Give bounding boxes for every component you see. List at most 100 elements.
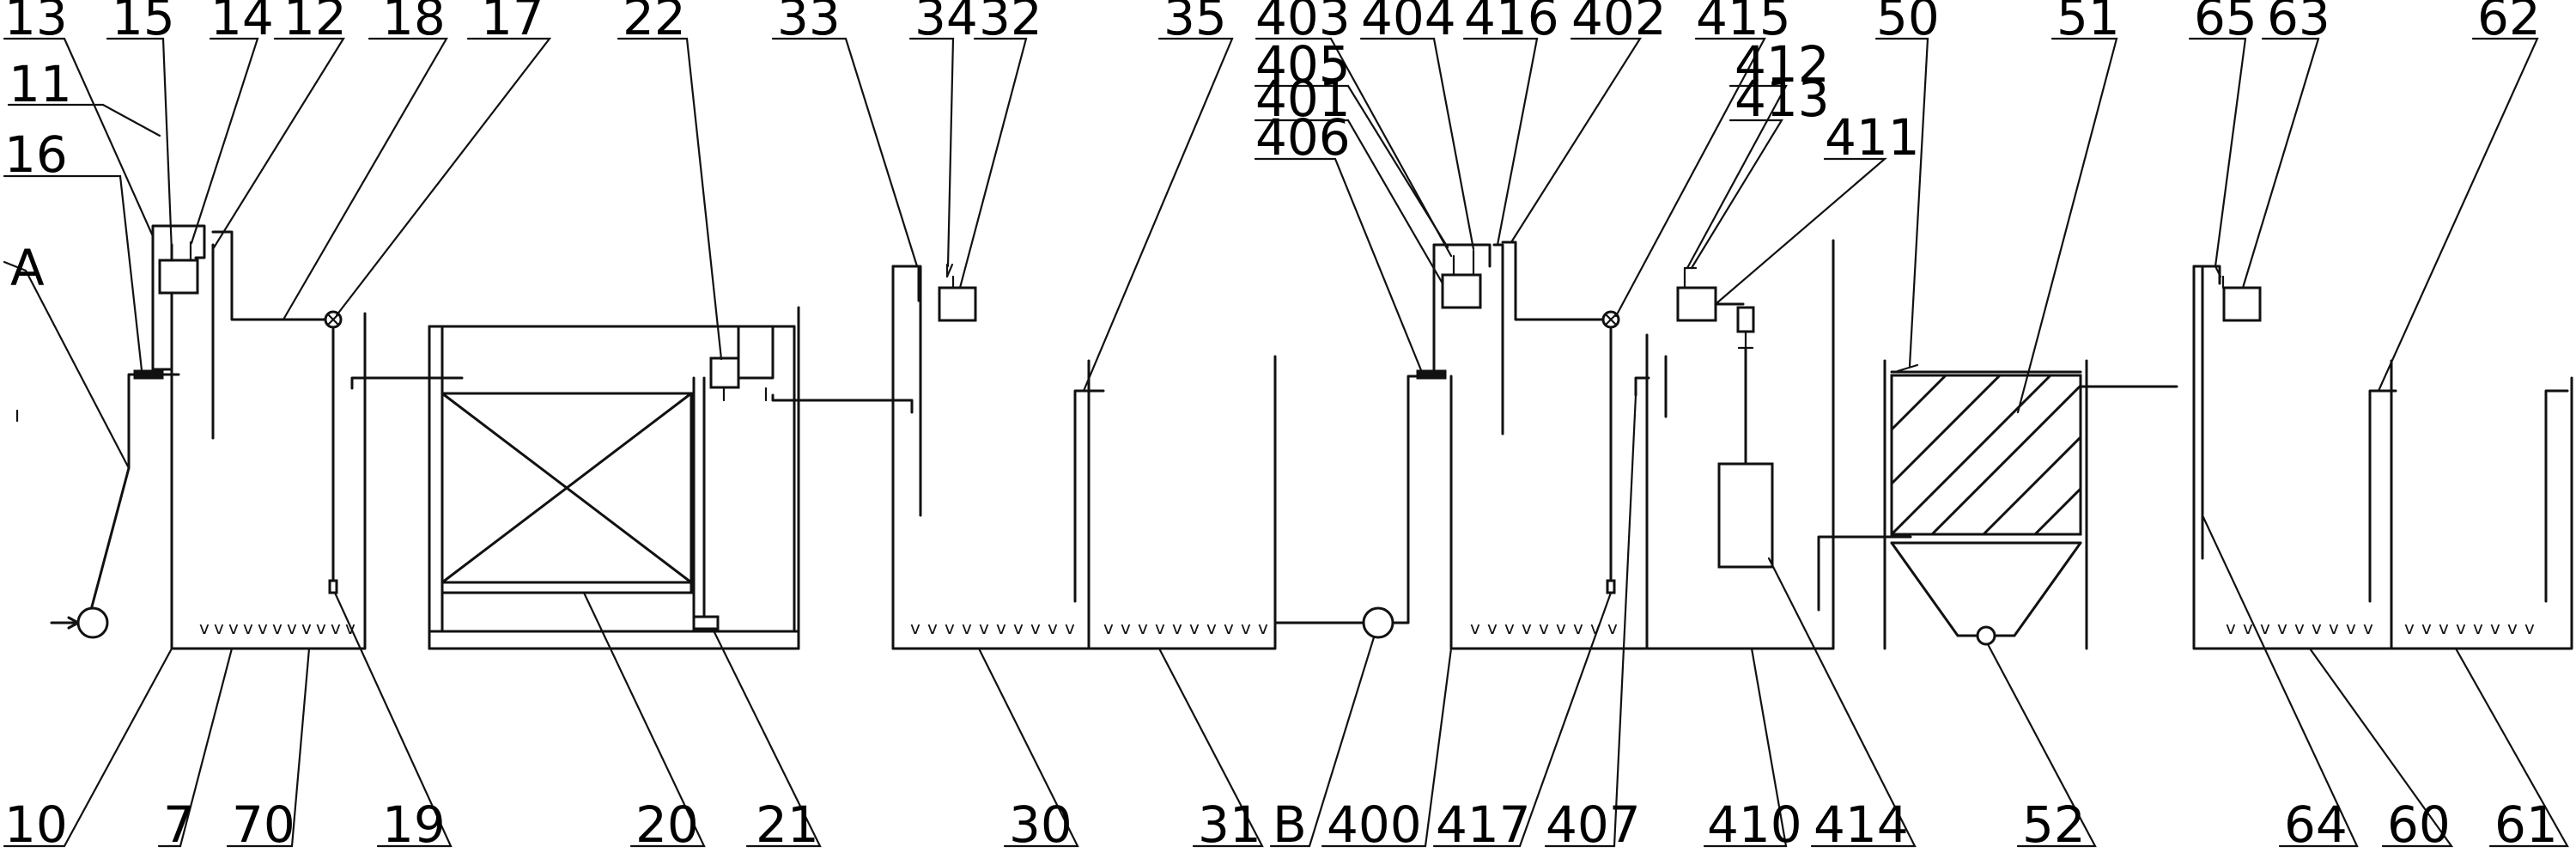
label-52: 52	[2022, 795, 2086, 854]
label-60: 60	[2387, 795, 2451, 854]
svg-text:v: v	[2473, 618, 2483, 638]
svg-text:v: v	[287, 618, 297, 638]
svg-text:v: v	[1224, 618, 1234, 638]
label-13: 13	[4, 0, 68, 46]
svg-text:v: v	[1470, 618, 1480, 638]
pump-b-line	[1273, 375, 1423, 639]
filter-unit-20	[428, 306, 914, 650]
pump-a	[76, 606, 109, 639]
aerator-array-30: v v v v v v v v v v	[910, 618, 1075, 638]
aerator-array-60: v v v v v v v v v	[2226, 618, 2373, 638]
label-21: 21	[756, 795, 819, 854]
label-415: 415	[1696, 0, 1791, 46]
label-62: 62	[2477, 0, 2541, 46]
svg-text:v: v	[945, 618, 955, 638]
svg-text:v: v	[910, 618, 920, 638]
svg-text:v: v	[331, 618, 341, 638]
svg-text:v: v	[1048, 618, 1058, 638]
label-405: 405	[1255, 35, 1351, 94]
dosing-box-63	[2222, 286, 2262, 322]
label-18: 18	[382, 0, 446, 46]
reference-labels: 13 15 14 12 18 17 22 33 34 32 35 403 404…	[4, 0, 2558, 854]
leader-lines	[3, 37, 2569, 848]
aerator-array-400: v v v v v v v v v	[1470, 618, 1618, 638]
label-31: 31	[1198, 795, 1261, 854]
label-7: 7	[163, 795, 195, 854]
label-34: 34	[914, 0, 978, 46]
label-407: 407	[1546, 795, 1641, 854]
svg-text:v: v	[2456, 618, 2466, 638]
svg-text:v: v	[1607, 618, 1618, 638]
label-20: 20	[635, 795, 699, 854]
label-400: 400	[1327, 795, 1422, 854]
svg-text:v: v	[199, 618, 210, 638]
svg-text:v: v	[214, 618, 224, 638]
label-401: 401	[1255, 70, 1351, 128]
level-sensor-16	[133, 369, 164, 380]
label-16: 16	[4, 125, 68, 184]
svg-text:v: v	[1121, 618, 1131, 638]
label-70: 70	[232, 795, 295, 854]
mixer-impeller-414	[1717, 462, 1774, 569]
svg-text:v: v	[2490, 618, 2500, 638]
label-17: 17	[481, 0, 544, 46]
svg-text:v: v	[1241, 618, 1251, 638]
tank-10: v v v v v v v v v v v	[15, 224, 464, 650]
label-12: 12	[283, 0, 347, 46]
label-65: 65	[2194, 0, 2257, 46]
aerator-array-31: v v v v v v v v v v	[1103, 618, 1268, 638]
svg-text:v: v	[2260, 618, 2270, 638]
svg-text:v: v	[1013, 618, 1024, 638]
box-22	[709, 356, 740, 389]
svg-text:v: v	[1172, 618, 1182, 638]
label-19: 19	[382, 795, 446, 854]
label-404: 404	[1361, 0, 1456, 46]
svg-text:v: v	[1590, 618, 1601, 638]
svg-text:v: v	[2439, 618, 2449, 638]
svg-text:v: v	[1573, 618, 1583, 638]
svg-text:v: v	[1539, 618, 1549, 638]
svg-text:v: v	[979, 618, 989, 638]
svg-text:v: v	[2329, 618, 2339, 638]
label-402: 402	[1571, 0, 1667, 46]
svg-text:v: v	[301, 618, 312, 638]
probe-19	[328, 579, 338, 594]
svg-text:v: v	[1206, 618, 1217, 638]
tank-30-31: v v v v v v v v v v v v v v v v v v v v	[891, 263, 1277, 650]
label-50: 50	[1876, 0, 1940, 46]
filter-bed-51	[1890, 374, 2082, 536]
pipe-21	[692, 615, 720, 630]
svg-text:v: v	[927, 618, 938, 638]
label-414: 414	[1814, 795, 1909, 854]
tank-400: v v v v v v v v v	[1416, 241, 1650, 650]
svg-text:v: v	[1504, 618, 1515, 638]
label-417: 417	[1436, 795, 1531, 854]
label-33: 33	[777, 0, 841, 46]
aerator-array-61: v v v v v v v v	[2404, 618, 2535, 638]
svg-text:v: v	[2421, 618, 2432, 638]
dosing-box-411	[1676, 286, 1717, 322]
svg-text:v: v	[1487, 618, 1498, 638]
label-64: 64	[2284, 795, 2348, 854]
label-413: 413	[1735, 70, 1830, 128]
svg-text:v: v	[2294, 618, 2305, 638]
mixer-motor	[1736, 306, 1755, 333]
label-411: 411	[1825, 108, 1920, 167]
label-11: 11	[9, 55, 72, 113]
tank-60-61: v v v v v v v v v v v v v v v v v	[2192, 265, 2573, 650]
svg-text:v: v	[1030, 618, 1041, 638]
label-30: 30	[1009, 795, 1072, 854]
svg-text:v: v	[1138, 618, 1148, 638]
svg-text:v: v	[996, 618, 1006, 638]
pump-b	[1362, 606, 1394, 639]
svg-text:v: v	[2277, 618, 2287, 638]
svg-text:v: v	[2312, 618, 2322, 638]
label-51: 51	[2057, 0, 2120, 46]
svg-text:v: v	[962, 618, 972, 638]
label-22: 22	[623, 0, 686, 46]
label-a: A	[10, 239, 45, 297]
drain-52	[1976, 625, 1996, 646]
svg-text:v: v	[316, 618, 326, 638]
svg-text:v: v	[1065, 618, 1075, 638]
